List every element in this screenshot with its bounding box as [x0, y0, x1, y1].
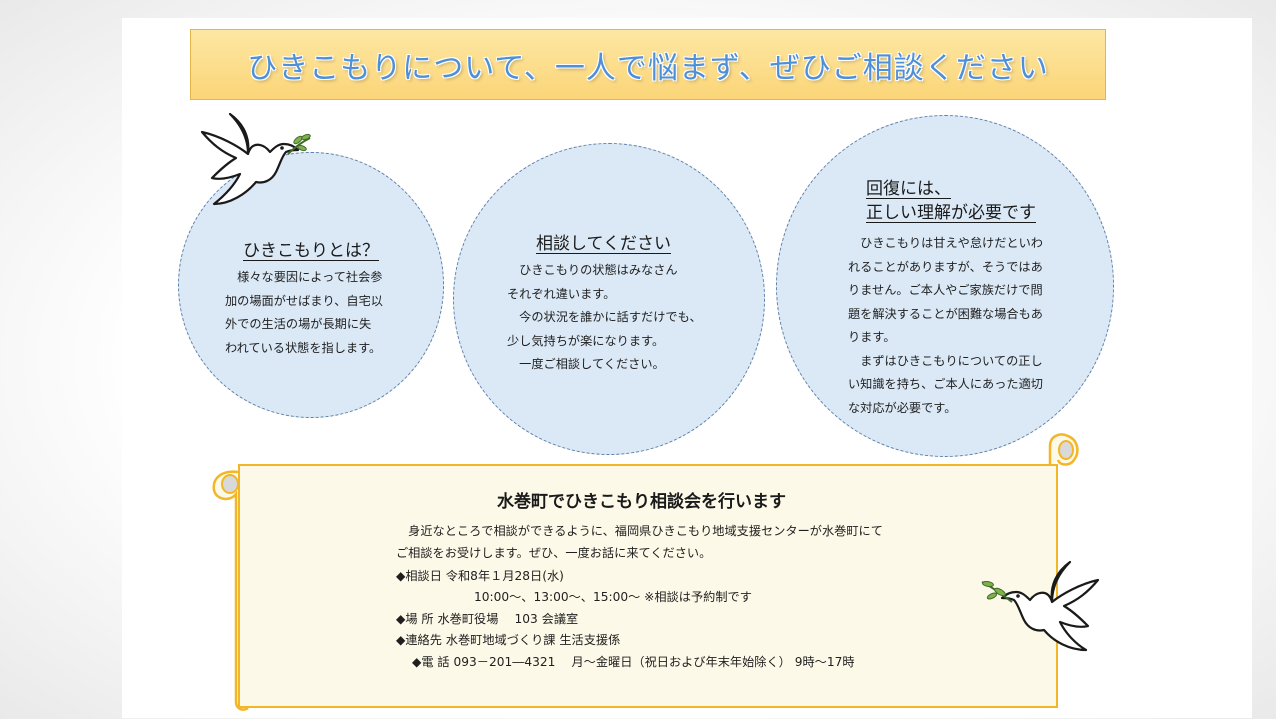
scroll-frame — [208, 432, 1088, 712]
title-banner: ひきこもりについて、一人で悩まず、ぜひご相談ください — [190, 29, 1106, 100]
scroll-intro-line1: 身近なところで相談ができるように、福岡県ひきこもり地域支援センターが水巻町にて — [396, 524, 883, 538]
consult-place: ◆場 所 水巻町役場 103 会議室 — [396, 612, 579, 626]
consult-contact: ◆連絡先 水巻町地域づくり課 生活支援係 — [396, 633, 621, 647]
circle2-line: 一度ご相談してください。 — [507, 357, 665, 371]
scroll-body — [238, 464, 1058, 708]
page-title: ひきこもりについて、一人で悩まず、ぜひご相談ください — [247, 50, 1049, 86]
circle2-line: 今の状況を誰かに話すだけでも、 — [507, 310, 702, 324]
circle3-line: りません。ご本人やご家族だけで問 — [848, 283, 1043, 297]
circle2-line: ひきこもりの状態はみなさん — [507, 263, 678, 277]
circle3-line: 題を解決することが困難な場合もあ — [848, 306, 1043, 321]
circle2-line: それぞれ違います。 — [507, 286, 616, 301]
circle2-title: 相談してください — [536, 234, 671, 254]
circle1-line: 加の場面がせばまり、自宅以 — [225, 293, 383, 308]
circle1-line: われている状態を指します。 — [225, 340, 382, 355]
dove-icon — [200, 112, 311, 206]
consult-times: 10:00～、13:00～、15:00～ ※相談は予約制です — [474, 590, 752, 604]
consult-phone: ◆電 話 093－201―4321 月～金曜日（祝日および年末年始除く） 9時～… — [412, 655, 855, 669]
circle1-body: 様々な要因によって社会参 加の場面がせばまり、自宅以 外での生活の場が長期に失 … — [225, 266, 383, 360]
circle3-line: な対応が必要です。 — [848, 400, 957, 415]
circle3-body: ひきこもりは甘えや怠けだといわ れることがありますが、そうではあ りません。ご本… — [848, 232, 1043, 420]
circle-recovery-understanding — [776, 115, 1114, 457]
scroll-title: 水巻町でひきこもり相談会を行います — [497, 492, 786, 512]
circle3-line: まずはひきこもりについての正し — [848, 353, 1043, 368]
circle3-line: ります。 — [848, 330, 896, 344]
consult-date: ◆相談日 令和8年１月28日(水) — [396, 569, 564, 583]
circle3-line: れることがありますが、そうではあ — [848, 259, 1043, 274]
circle2-line: 少し気持ちが楽になります。 — [507, 333, 665, 348]
circle3-line: い知識を持ち、ご本人にあった適切 — [848, 377, 1043, 391]
circle2-body: ひきこもりの状態はみなさん それぞれ違います。 今の状況を誰かに話すだけでも、 … — [507, 259, 702, 377]
scroll-intro-line2: ご相談をお受けします。ぜひ、一度お話に来てください。 — [396, 546, 712, 560]
circle3-title-line2: 正しい理解が必要です — [866, 203, 1036, 223]
circle1-line: 外での生活の場が長期に失 — [225, 317, 372, 331]
dove-icon — [981, 560, 1100, 652]
circle3-line: ひきこもりは甘えや怠けだといわ — [848, 236, 1043, 250]
olive-branch-icon — [994, 587, 1006, 597]
circle1-line: 様々な要因によって社会参 — [225, 270, 383, 284]
circle1-title: ひきこもりとは？ — [243, 241, 379, 261]
circle3-title-line1: 回復には、 — [866, 179, 951, 199]
circle-please-consult — [453, 143, 765, 455]
